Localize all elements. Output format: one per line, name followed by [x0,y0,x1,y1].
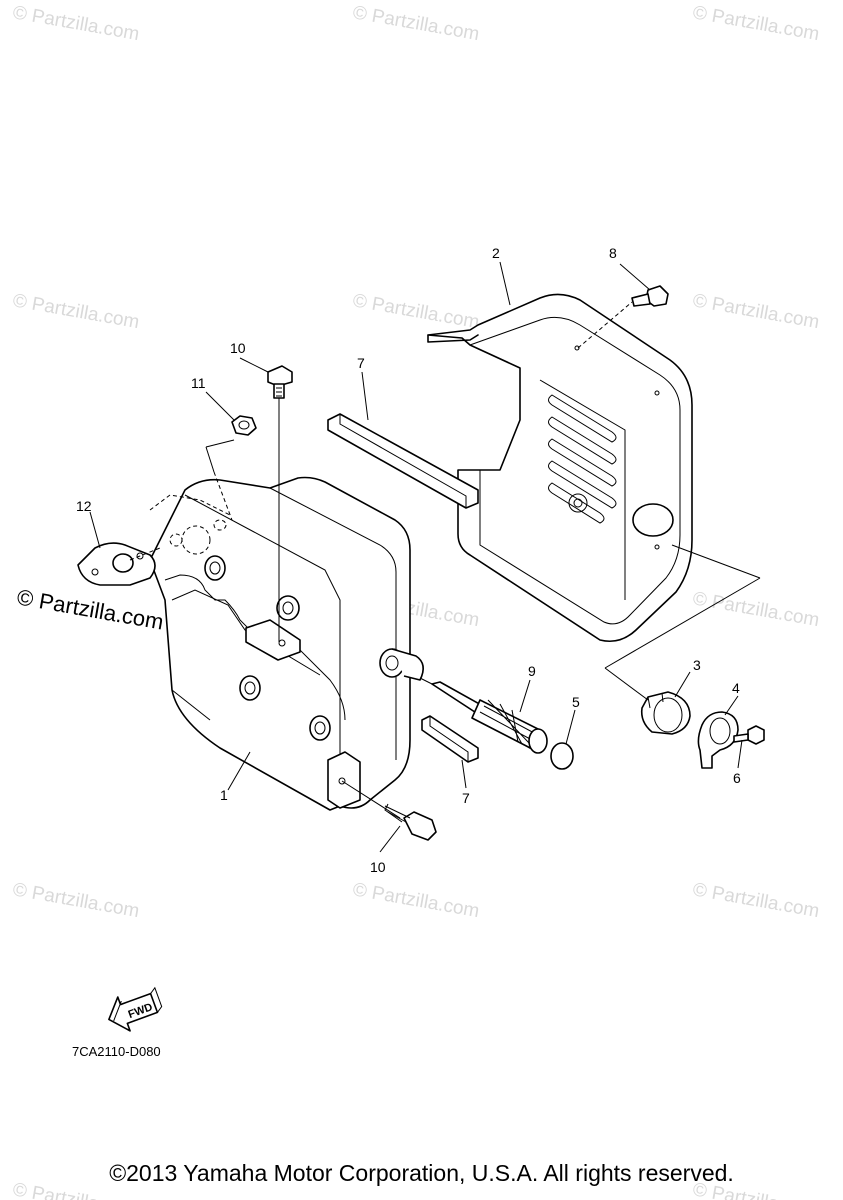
nut-part [231,415,257,436]
watermark: © Partzilla.com [691,290,821,333]
watermark: © Partzilla.com [691,588,821,631]
callout-9: 9 [528,663,536,679]
bolt-lower-part [384,803,437,841]
diagram-code: 7CA2110-D080 [72,1044,161,1059]
callout-1: 1 [220,787,228,803]
callout-7-upper: 7 [357,355,365,371]
callout-6: 6 [733,770,741,786]
watermark: © Partzilla.com [691,2,821,45]
muffler-cover-part [427,293,693,643]
callout-11: 11 [191,375,206,391]
watermark: © Partzilla.com [351,879,481,922]
grommet-part [640,691,691,735]
bolt-upper-part [267,365,293,399]
callout-2: 2 [492,245,500,261]
watermark: © Partzilla.com [11,879,141,922]
fwd-arrow-icon: FWD [108,986,163,1032]
watermark-prominent: © Partzilla.com [15,584,165,634]
callout-labels: 1 2 3 4 5 6 7 7 8 9 10 10 11 12 [76,245,741,875]
clamp-part [697,711,739,769]
watermark: © Partzilla.com [11,2,141,45]
screw-part [631,285,669,307]
callout-12: 12 [76,498,92,514]
muffler-body-part [149,476,424,811]
callout-10-lower: 10 [370,859,386,875]
watermark: © Partzilla.com [351,2,481,45]
watermark: © Partzilla.com [11,290,141,333]
copyright-notice: ©2013 Yamaha Motor Corporation, U.S.A. A… [109,1160,734,1186]
watermark: © Partzilla.com [691,879,821,922]
callout-3: 3 [693,657,701,673]
callout-5: 5 [572,694,580,710]
callout-7-lower: 7 [462,790,470,806]
callout-8: 8 [609,245,617,261]
callout-10-upper: 10 [230,340,246,356]
small-screw-part [733,725,765,745]
seal-strip-lower-part [421,715,479,763]
cover-louvres [539,379,626,600]
watermark: © Partzilla.com [351,290,481,333]
gasket-part [77,542,156,586]
cap-part [550,742,574,770]
seal-strip-upper-part [327,413,479,509]
spark-arrester-part [431,681,548,754]
callout-4: 4 [732,680,740,696]
leader-lines [89,261,761,853]
